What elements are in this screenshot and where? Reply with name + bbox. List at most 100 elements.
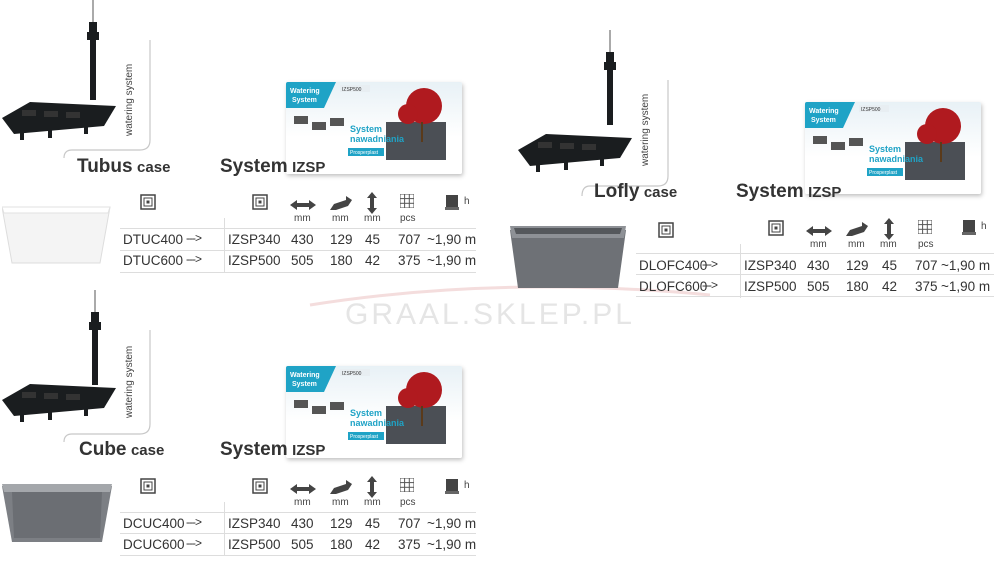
box-slogan-line-1: System xyxy=(350,408,382,418)
width-value: 129 xyxy=(330,516,353,531)
width-value: 180 xyxy=(846,279,869,294)
arrow-dashes: ---> xyxy=(702,278,718,292)
pallet-icon xyxy=(445,479,459,494)
width-arrow-icon xyxy=(846,222,868,236)
pallet-icon xyxy=(445,195,459,210)
length-value: 430 xyxy=(291,232,314,247)
length-value: 505 xyxy=(291,253,314,268)
box-slogan-line-2: nawadniania xyxy=(350,418,405,428)
unit-mm: mm xyxy=(810,239,827,250)
box-model: IZSP500 xyxy=(342,371,362,377)
length-value: 505 xyxy=(291,537,314,552)
planter-tubus xyxy=(2,206,111,264)
width-arrow-icon xyxy=(330,196,352,210)
table-row: DLOFC600 ---> IZSP500 505 180 42 375 ~1,… xyxy=(500,277,1000,297)
section-tubus: watering system Watering System IZSP500 … xyxy=(0,0,500,290)
box-maker: Prosperplast xyxy=(350,434,379,440)
width-value: 129 xyxy=(330,232,353,247)
height-value: 45 xyxy=(365,516,381,531)
height-value: 42 xyxy=(365,537,381,552)
unit-mm: mm xyxy=(294,497,311,508)
case-title: Tubus case xyxy=(77,156,171,177)
case-code: DCUC400 xyxy=(123,516,185,531)
product-box-image: Watering System IZSP500 System nawadnian… xyxy=(286,366,462,458)
connector-line xyxy=(581,80,669,197)
pallet-value: ~1,90 m xyxy=(427,516,477,531)
watering-tray xyxy=(2,384,116,422)
unit-h: h xyxy=(464,480,470,491)
box-brand-line-1: Watering xyxy=(290,372,320,379)
watermark: GRAAL.SKLEP.PL xyxy=(345,298,635,331)
height-arrow-icon xyxy=(884,218,894,240)
case-title: Cube case xyxy=(79,439,165,460)
table-row: DCUC400 ---> IZSP340 430 129 45 707 ~1,9… xyxy=(0,514,500,534)
case-title: Lofly case xyxy=(594,181,678,202)
length-arrow-icon xyxy=(806,226,832,236)
connector-line xyxy=(63,330,151,442)
unit-h: h xyxy=(464,196,470,207)
unit-pcs: pcs xyxy=(400,213,416,224)
system-title: System IZSP xyxy=(220,439,326,460)
unit-mm: mm xyxy=(848,239,865,250)
pallet-value: ~1,90 m xyxy=(941,279,991,294)
planter-cube xyxy=(2,484,112,542)
table-row: DTUC400 ---> IZSP340 430 129 45 707 ~1,9… xyxy=(0,230,500,250)
case-code: DCUC600 xyxy=(123,537,185,552)
pcs-grid-icon xyxy=(918,220,932,234)
box-art: Watering System IZSP500 System nawadnian… xyxy=(805,102,965,180)
table-divider xyxy=(120,555,476,556)
table-row: DLOFC400 ---> IZSP340 430 129 45 707 ~1,… xyxy=(500,256,1000,276)
box-art: Watering System IZSP500 System nawadnian… xyxy=(286,82,446,160)
arrow-dashes: ---> xyxy=(186,252,202,266)
arrow-dashes: ---> xyxy=(186,536,202,550)
unit-mm: mm xyxy=(332,497,349,508)
pcs-value: 707 xyxy=(398,516,421,531)
code-column-separator xyxy=(224,502,225,556)
system-code: IZSP500 xyxy=(228,253,281,268)
pcs-value: 707 xyxy=(915,258,938,273)
section-lofly: watering system Watering System IZSP500 … xyxy=(500,20,1000,320)
connector-line xyxy=(63,40,151,159)
box-brand-line-2: System xyxy=(811,117,836,124)
length-value: 430 xyxy=(291,516,314,531)
width-value: 129 xyxy=(846,258,869,273)
table-divider xyxy=(120,533,476,534)
box-art: Watering System IZSP500 System nawadnian… xyxy=(286,366,446,444)
unit-mm: mm xyxy=(332,213,349,224)
system-code: IZSP340 xyxy=(228,516,281,531)
length-value: 505 xyxy=(807,279,830,294)
watering-spike xyxy=(604,30,616,125)
box-brand-line-1: Watering xyxy=(290,88,320,95)
code-icon xyxy=(140,194,156,210)
arrow-dashes: ---> xyxy=(186,515,202,529)
code-icon xyxy=(658,222,674,238)
section-cube: watering system Watering System IZSP500 … xyxy=(0,290,500,574)
table-divider xyxy=(636,253,994,254)
height-arrow-icon xyxy=(367,476,377,498)
code-column-separator xyxy=(740,244,741,298)
height-value: 45 xyxy=(365,232,381,247)
pcs-value: 375 xyxy=(398,253,421,268)
code-icon xyxy=(768,220,784,236)
system-code: IZSP340 xyxy=(744,258,797,273)
pcs-value: 375 xyxy=(398,537,421,552)
watering-tray xyxy=(518,134,632,172)
width-arrow-icon xyxy=(330,480,352,494)
watering-spike xyxy=(87,0,99,100)
system-code: IZSP500 xyxy=(744,279,797,294)
arrow-dashes: ---> xyxy=(702,257,718,271)
case-code: DTUC600 xyxy=(123,253,184,268)
code-icon xyxy=(252,478,268,494)
system-title: System IZSP xyxy=(220,156,326,177)
box-slogan-line-1: System xyxy=(350,124,382,134)
width-value: 180 xyxy=(330,253,353,268)
height-arrow-icon xyxy=(367,192,377,214)
arrow-dashes: ---> xyxy=(186,231,202,245)
code-icon xyxy=(252,194,268,210)
box-maker: Prosperplast xyxy=(869,170,898,176)
system-code: IZSP340 xyxy=(228,232,281,247)
box-model: IZSP500 xyxy=(342,87,362,93)
product-box-image: Watering System IZSP500 System nawadnian… xyxy=(286,82,462,174)
case-code: DLOFC600 xyxy=(639,279,708,294)
height-value: 42 xyxy=(882,279,898,294)
